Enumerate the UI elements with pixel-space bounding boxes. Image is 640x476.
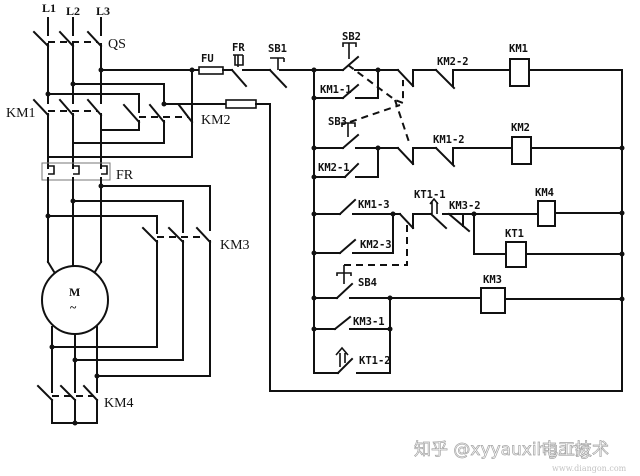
kt1-coil: KT1	[505, 228, 623, 268]
km4-label: KM4	[104, 396, 134, 411]
km1-2-label: KM1-2	[433, 134, 465, 146]
motor-ac-symbol: ~	[70, 300, 77, 314]
km1-3-contact: KM1-3	[313, 198, 394, 216]
km3-2-contact: KM3-2	[447, 200, 539, 233]
qs-label: QS	[108, 37, 126, 52]
km1-2-contact: KM1-2	[433, 134, 513, 168]
watermark: 知乎 @xyyauxihgang 电工技术 www.diangon.com	[414, 440, 627, 473]
sb4-star-delta-button: SB4	[313, 265, 482, 300]
sb1-stop-button: SB1	[268, 43, 315, 89]
sb1-label: SB1	[268, 43, 287, 55]
fr-contact: FR	[230, 42, 271, 88]
fu-fuse: FU	[198, 53, 224, 75]
phase-label-l3: L3	[96, 4, 110, 18]
km3-2-label: KM3-2	[449, 200, 481, 212]
km2-2-label: KM2-2	[437, 56, 469, 68]
control-circuit: FU FR SB1	[198, 31, 625, 392]
sb2-forward-button: SB2	[313, 31, 399, 72]
kt1-1-contact: KT1-1	[414, 189, 463, 230]
km1-3-label: KM1-3	[358, 199, 390, 211]
kt1-2-label: KT1-2	[359, 355, 391, 367]
watermark-overlay: 电工技术	[541, 440, 609, 460]
km2-main-contacts: KM2	[122, 103, 231, 128]
fu-label: FU	[201, 53, 214, 65]
sb3-label: SB3	[328, 116, 347, 128]
km3-1-label: KM3-1	[353, 316, 385, 328]
watermark-site: www.diangon.com	[552, 464, 627, 473]
fuse-2	[225, 99, 257, 109]
phase-label-l2: L2	[66, 4, 80, 18]
km1-1-label: KM1-1	[320, 84, 352, 96]
watermark-text: 知乎 @xyyauxihgang	[414, 440, 590, 460]
km2-3-contact: KM2-3	[313, 238, 394, 255]
km1-coil-label: KM1	[509, 43, 528, 55]
fr-label: FR	[116, 168, 134, 183]
km2-2-contact: KM2-2	[434, 56, 511, 90]
km3-coil: KM3	[480, 274, 623, 314]
fr-contact-label: FR	[232, 42, 245, 54]
kt1-coil-label: KT1	[505, 228, 524, 240]
fr-thermal-relay: FR	[41, 162, 134, 183]
km2-coil: KM2	[511, 122, 623, 165]
sb2-label: SB2	[342, 31, 361, 43]
km2-1-label: KM2-1	[318, 162, 350, 174]
power-circuit: L1 L2 L3 QS	[6, 1, 271, 426]
kt1-2-contact: KT1-2	[313, 328, 391, 375]
phase-label-l1: L1	[42, 1, 56, 15]
km4-coil-label: KM4	[535, 187, 554, 199]
sb4-label: SB4	[358, 277, 377, 289]
km3-main-contacts: KM3	[141, 226, 250, 253]
km2-3-label: KM2-3	[360, 239, 392, 251]
km2-coil-label: KM2	[511, 122, 530, 134]
km3-1-contact: KM3-1	[313, 315, 393, 332]
km1-label: KM1	[6, 106, 36, 121]
km4-star-contacts: KM4	[36, 384, 134, 426]
qs-isolator: QS	[32, 17, 126, 52]
km3-coil-label: KM3	[483, 274, 502, 286]
km1-main-contacts: KM1	[6, 98, 103, 121]
km3-label: KM3	[220, 238, 250, 253]
km1-coil: KM1	[509, 43, 623, 87]
motor: M ~	[41, 260, 109, 335]
motor-label: M	[69, 285, 80, 299]
kt1-1-label: KT1-1	[414, 189, 446, 201]
km2-label: KM2	[201, 113, 231, 128]
km4-coil: KM4	[535, 187, 623, 227]
km2-1-contact: KM2-1	[313, 162, 379, 179]
km1-1-contact: KM1-1	[313, 83, 379, 100]
